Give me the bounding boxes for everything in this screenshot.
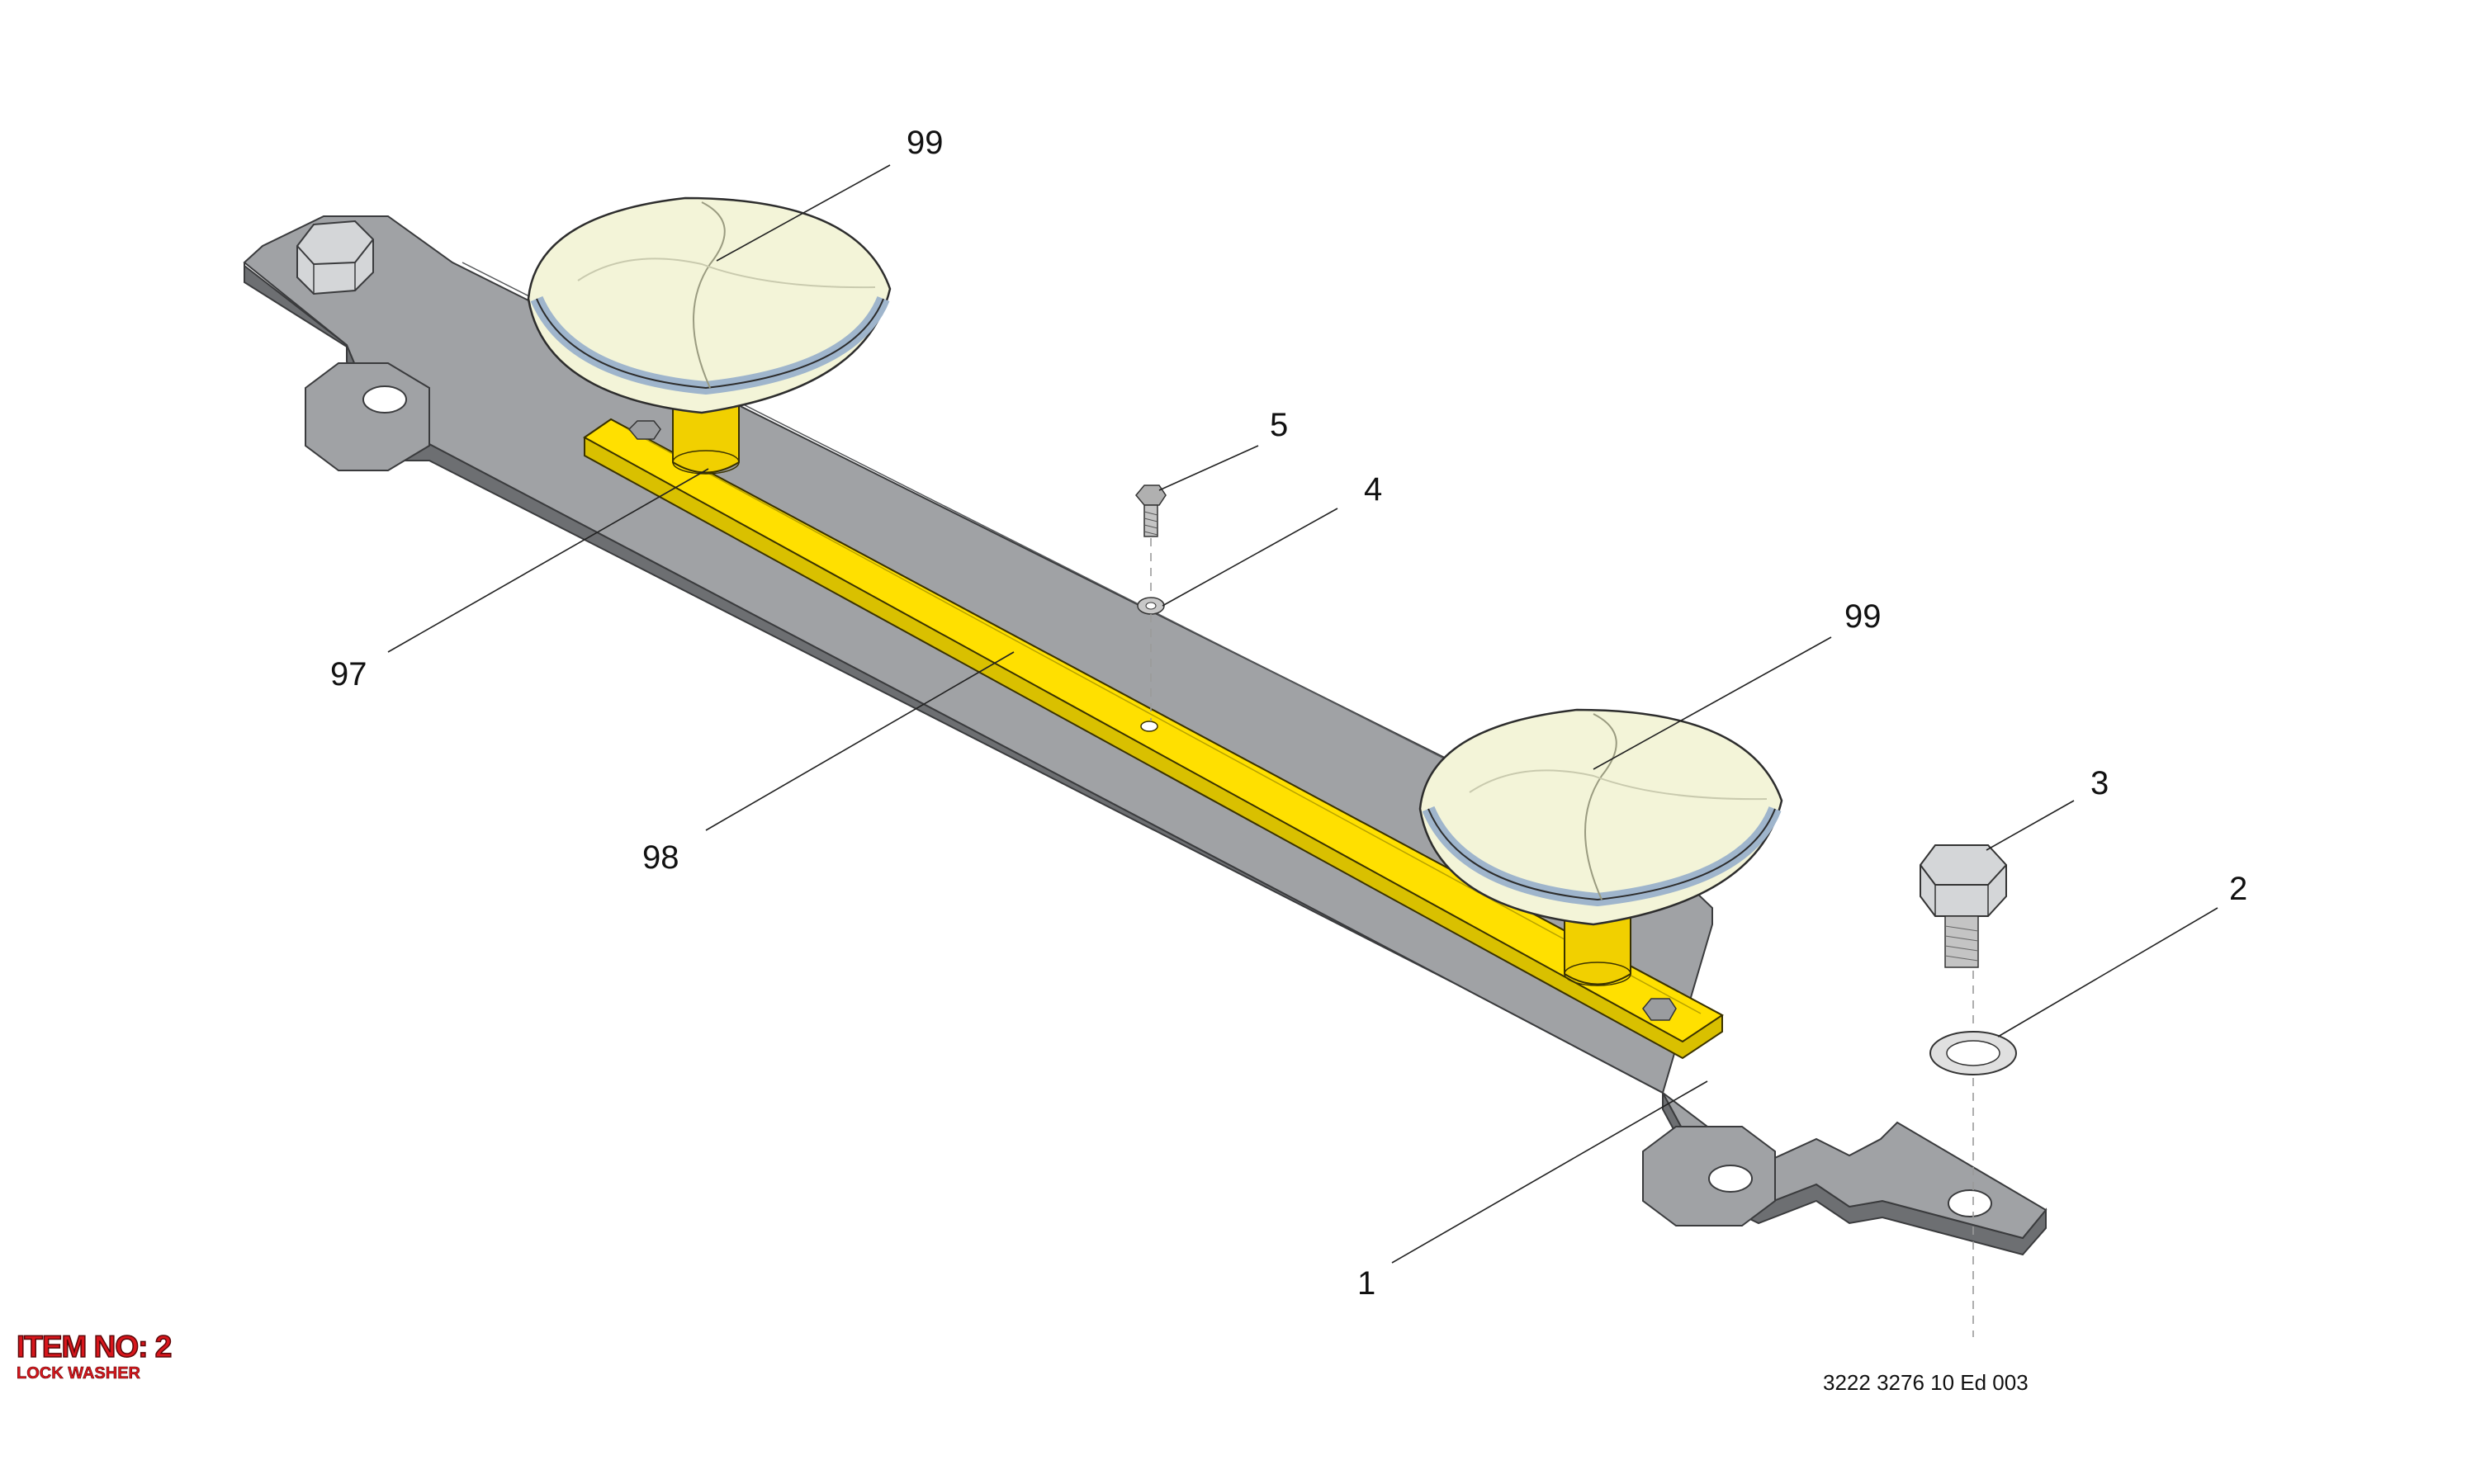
callout-99-right: 99 <box>1844 598 1882 635</box>
callout-2: 2 <box>2229 871 2247 907</box>
screw <box>1135 484 1167 537</box>
lamp-dome-right <box>1418 708 1783 926</box>
mounting-bar <box>583 418 1724 1060</box>
lamp-dome-left <box>527 196 892 414</box>
callout-97: 97 <box>330 656 367 692</box>
callout-4: 4 <box>1364 471 1382 508</box>
lamp-stem-left <box>672 395 740 475</box>
item-label-block: ITEM NO: 2 LOCK WASHER <box>16 1330 347 1383</box>
callout-5: 5 <box>1270 407 1288 443</box>
lamp-stem-right <box>1564 907 1631 986</box>
washer-small <box>1137 597 1165 615</box>
item-description: LOCK WASHER <box>17 1364 141 1383</box>
item-number-label: ITEM NO: 2 <box>16 1330 173 1364</box>
callout-99-top: 99 <box>907 125 944 161</box>
plate-bolt-head <box>296 220 374 295</box>
callout-labels: 99 5 4 97 99 98 3 2 1 <box>330 125 2247 1302</box>
hex-bolt <box>1920 844 2007 968</box>
drawing-number: 3222 3276 10 Ed 003 <box>1823 1370 2029 1395</box>
leader-lines <box>387 164 2218 1264</box>
callout-1: 1 <box>1357 1265 1375 1302</box>
callout-3: 3 <box>2090 765 2109 801</box>
lock-washer <box>1929 1031 2017 1075</box>
callout-98: 98 <box>642 839 679 876</box>
